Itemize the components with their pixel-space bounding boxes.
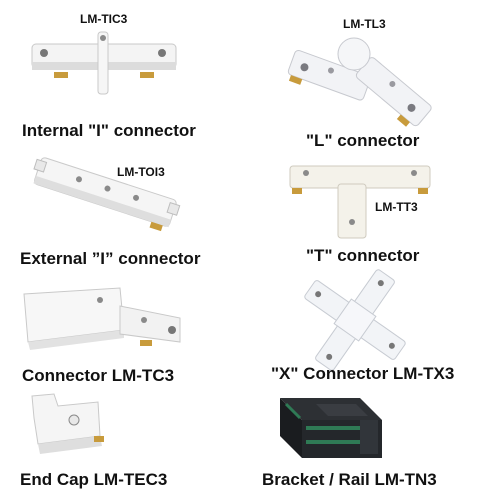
track-rail-icon	[280, 398, 382, 458]
t-connector-icon	[289, 165, 431, 239]
end-cap-icon	[31, 393, 104, 454]
x-connector-icon	[304, 269, 406, 371]
product-caption: Internal "I" connector	[22, 121, 196, 140]
product-code: LM-TT3	[375, 200, 418, 214]
product-caption: "L" connector	[306, 131, 420, 150]
product-caption: External ”I” connector	[20, 249, 201, 268]
l-connector-icon	[287, 37, 432, 127]
product-caption: End Cap LM-TEC3	[20, 470, 168, 489]
straight-internal-connector-icon	[31, 31, 177, 95]
product-code: LM-TL3	[343, 17, 386, 31]
live-end-connector-icon	[23, 287, 181, 350]
straight-external-connector-icon	[33, 157, 181, 232]
product-code: LM-TIC3	[80, 12, 128, 26]
product-code: LM-TOI3	[117, 165, 165, 179]
product-caption: Bracket / Rail LM-TN3	[262, 470, 437, 489]
product-caption: "T" connector	[306, 246, 420, 265]
product-caption: "X" Connector LM-TX3	[271, 364, 455, 383]
product-caption: Connector LM-TC3	[22, 366, 175, 385]
